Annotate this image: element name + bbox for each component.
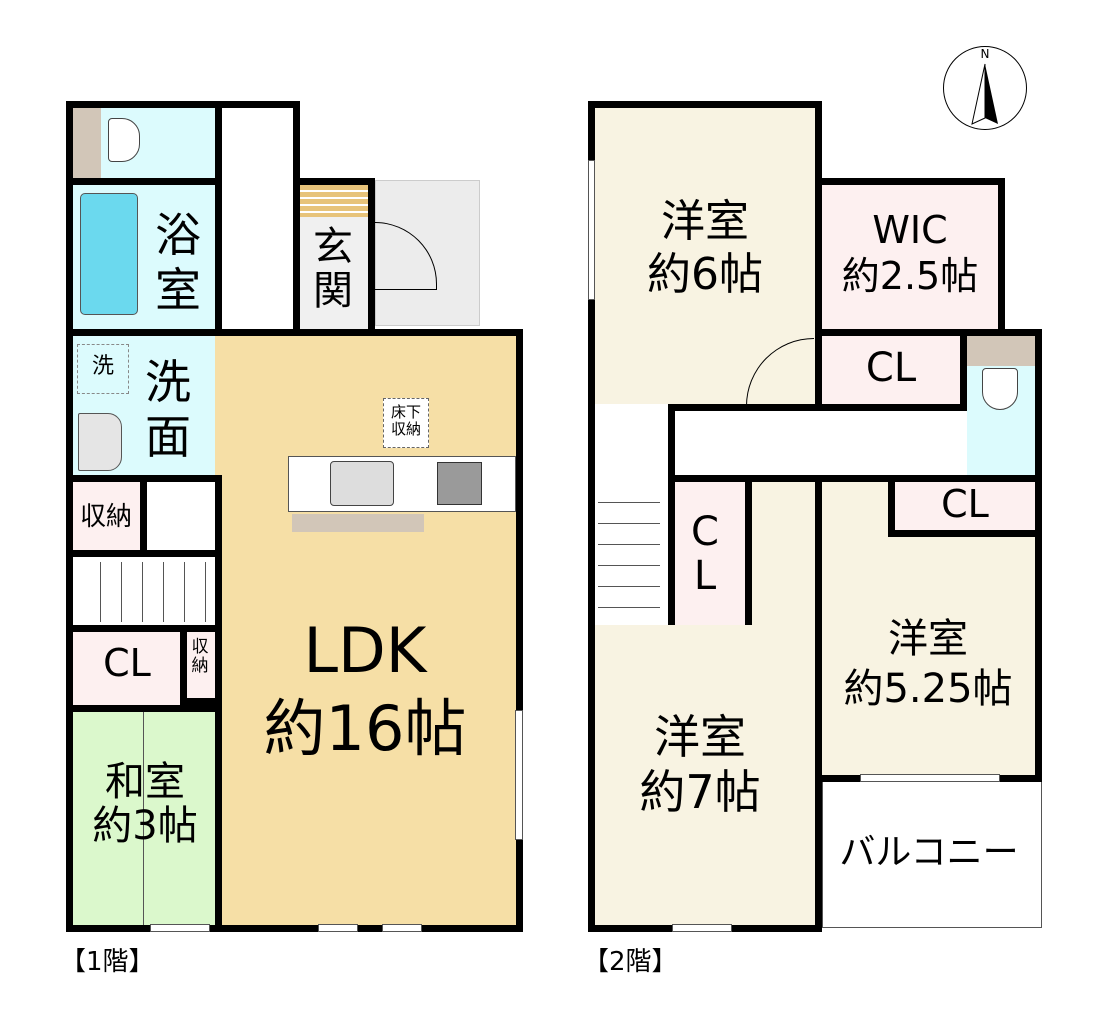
western-6-label: 洋室 約6帖 bbox=[647, 196, 763, 300]
toilet-icon-2f bbox=[982, 368, 1018, 410]
washitsu-label: 和室 約3帖 bbox=[92, 759, 198, 849]
underfloor-label: 床下 収納 bbox=[390, 403, 421, 438]
washer-label: 洗 bbox=[91, 354, 114, 379]
window bbox=[672, 924, 732, 932]
window bbox=[318, 924, 358, 932]
entrance-label: 玄関 bbox=[313, 224, 353, 314]
window bbox=[150, 924, 210, 932]
floor1-label: 【1階】 bbox=[60, 947, 155, 977]
western-525-label: 洋室 約5.25帖 bbox=[843, 616, 1013, 712]
stair-treads bbox=[80, 562, 210, 622]
underfloor-storage bbox=[383, 398, 429, 448]
storage-1f bbox=[66, 475, 147, 557]
balcony-label: バルコニー bbox=[839, 832, 1019, 873]
compass bbox=[943, 46, 1027, 130]
stair-treads-2f bbox=[598, 482, 660, 622]
closet-right bbox=[888, 475, 1042, 537]
closet-right-label: CL bbox=[941, 482, 989, 526]
washroom-label: 洗面 bbox=[145, 355, 191, 465]
floor2-label: 【2階】 bbox=[583, 947, 678, 977]
toilet-icon bbox=[108, 118, 140, 162]
sink-icon bbox=[78, 413, 122, 471]
window bbox=[382, 924, 422, 932]
washer-space bbox=[77, 344, 129, 394]
washitsu bbox=[66, 705, 222, 932]
toilet-tank-strip bbox=[73, 108, 101, 178]
tatami-line bbox=[143, 712, 144, 925]
kitchen-sink-icon bbox=[330, 461, 394, 506]
closet-top-label: CL bbox=[865, 345, 917, 391]
window bbox=[515, 710, 523, 840]
toilet-tank-strip-2f bbox=[967, 336, 1035, 366]
wall bbox=[215, 475, 222, 932]
wall bbox=[815, 475, 822, 932]
closet-top bbox=[815, 329, 967, 411]
window bbox=[588, 160, 595, 300]
ldk bbox=[215, 329, 523, 932]
bathtub-icon bbox=[80, 193, 138, 315]
counter-bar bbox=[292, 514, 424, 532]
step-icon bbox=[300, 185, 368, 217]
ldk-label: LDK 約16帖 bbox=[263, 614, 467, 765]
compass-north-label: N bbox=[980, 47, 990, 61]
stove-icon bbox=[437, 462, 482, 505]
western-7-fill bbox=[752, 482, 815, 625]
western-7-label: 洋室 約7帖 bbox=[639, 710, 761, 820]
storage-label: 収納 bbox=[79, 502, 132, 532]
balcony bbox=[822, 782, 1042, 928]
north-arrow-icon bbox=[971, 63, 998, 125]
wic-label: WIC 約2.5帖 bbox=[841, 208, 979, 298]
storage-small-label: 収納 bbox=[191, 637, 209, 676]
closet-vertical-label: C L bbox=[691, 509, 719, 599]
bath-label: 浴室 bbox=[155, 208, 201, 318]
window bbox=[860, 774, 1000, 782]
closet-label: CL bbox=[103, 641, 151, 685]
